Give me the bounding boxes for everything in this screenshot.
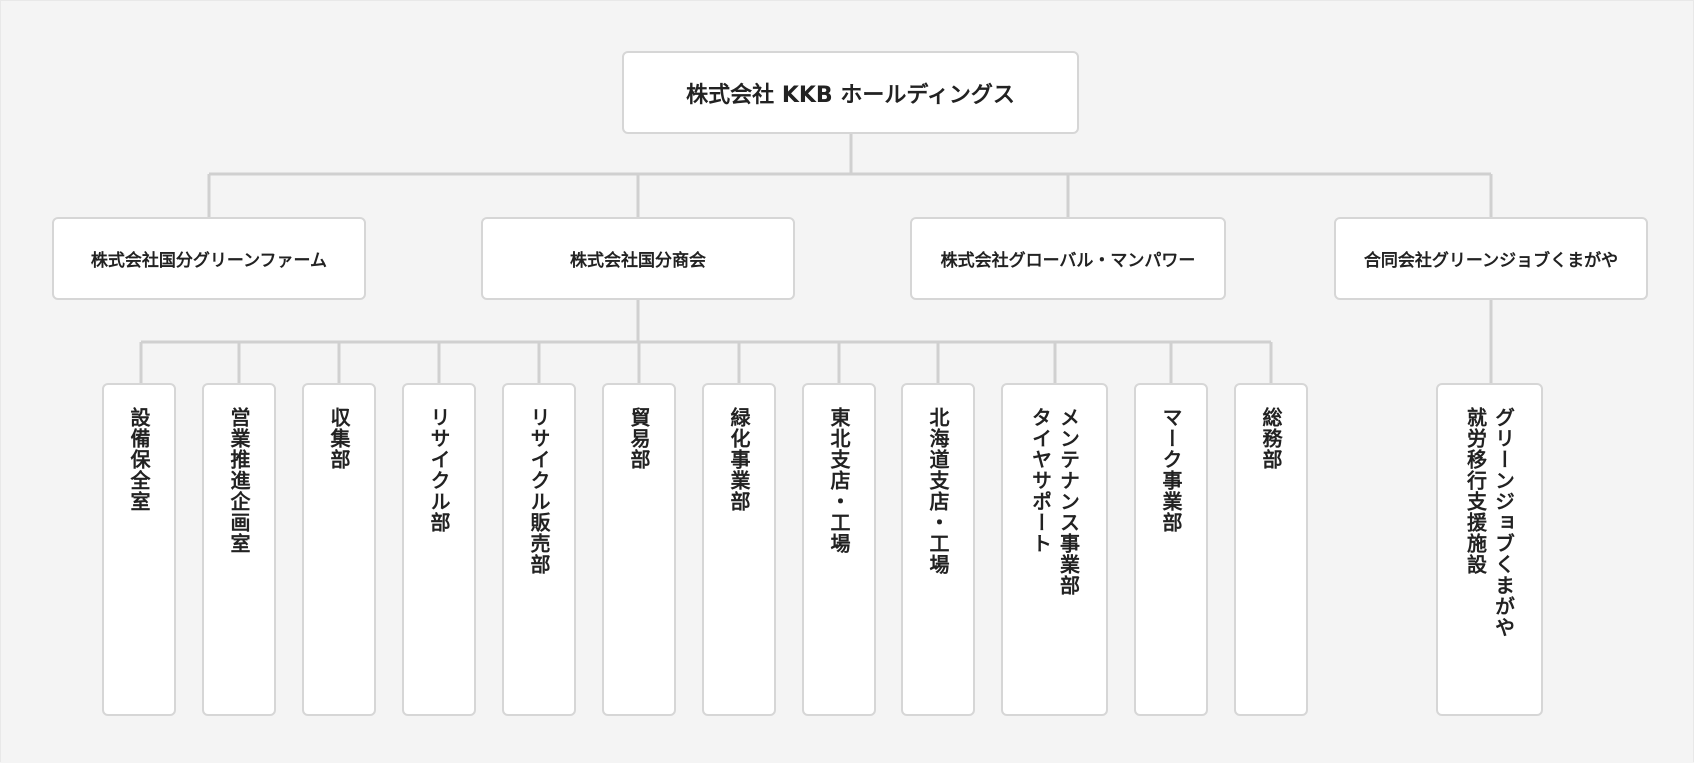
department-box[interactable]: 東北支店・工場	[802, 383, 876, 716]
department-label: 営業推進企画室	[227, 407, 251, 554]
company-label: 株式会社グローバル・マンパワー	[940, 251, 1196, 271]
company-box-kokubun-shokai[interactable]: 株式会社国分商会	[481, 217, 795, 300]
department-box[interactable]: リサイクル販売部	[502, 383, 576, 716]
department-label: 収集部	[327, 407, 351, 470]
company-label: 株式会社国分商会	[570, 251, 706, 271]
department-box[interactable]: マーク事業部	[1134, 383, 1208, 716]
root-company-label: 株式会社 KKB ホールディングス	[686, 82, 1015, 108]
department-box[interactable]: リサイクル部	[402, 383, 476, 716]
department-box[interactable]: 緑化事業部	[702, 383, 776, 716]
department-box[interactable]: 営業推進企画室	[202, 383, 276, 716]
department-box[interactable]: 収集部	[302, 383, 376, 716]
facility-label-line-2: グリーンジョブくまがや	[1491, 407, 1516, 638]
facility-box[interactable]: 就労移行支援施設 グリーンジョブくまがや	[1436, 383, 1543, 716]
department-box[interactable]: 貿易部	[602, 383, 676, 716]
company-box-global-manpower[interactable]: 株式会社グローバル・マンパワー	[910, 217, 1226, 300]
department-label: 設備保全室	[127, 407, 151, 512]
facility-label-line-1: 就労移行支援施設	[1463, 407, 1488, 575]
department-label-line-2: メンテナンス事業部	[1056, 407, 1081, 596]
company-box-green-job-kumagaya[interactable]: 合同会社グリーンジョブくまがや	[1334, 217, 1648, 300]
company-box-green-farm[interactable]: 株式会社国分グリーンファーム	[52, 217, 366, 300]
department-label: 北海道支店・工場	[926, 407, 950, 575]
department-label: 貿易部	[627, 407, 651, 470]
department-label: 東北支店・工場	[827, 407, 851, 554]
department-box[interactable]: 総務部	[1234, 383, 1308, 716]
company-label: 株式会社国分グリーンファーム	[90, 251, 328, 271]
department-label: 総務部	[1259, 407, 1283, 470]
department-box[interactable]: タイヤサポート メンテナンス事業部	[1001, 383, 1108, 716]
department-box[interactable]: 北海道支店・工場	[901, 383, 975, 716]
root-company-box[interactable]: 株式会社 KKB ホールディングス	[622, 51, 1079, 134]
department-label: リサイクル部	[427, 407, 451, 533]
department-label: 緑化事業部	[727, 407, 751, 512]
department-label-line-1: タイヤサポート	[1028, 407, 1053, 554]
department-box[interactable]: 設備保全室	[102, 383, 176, 716]
company-label: 合同会社グリーンジョブくまがや	[1363, 251, 1619, 271]
department-label: マーク事業部	[1159, 407, 1183, 533]
department-label: リサイクル販売部	[527, 407, 551, 575]
